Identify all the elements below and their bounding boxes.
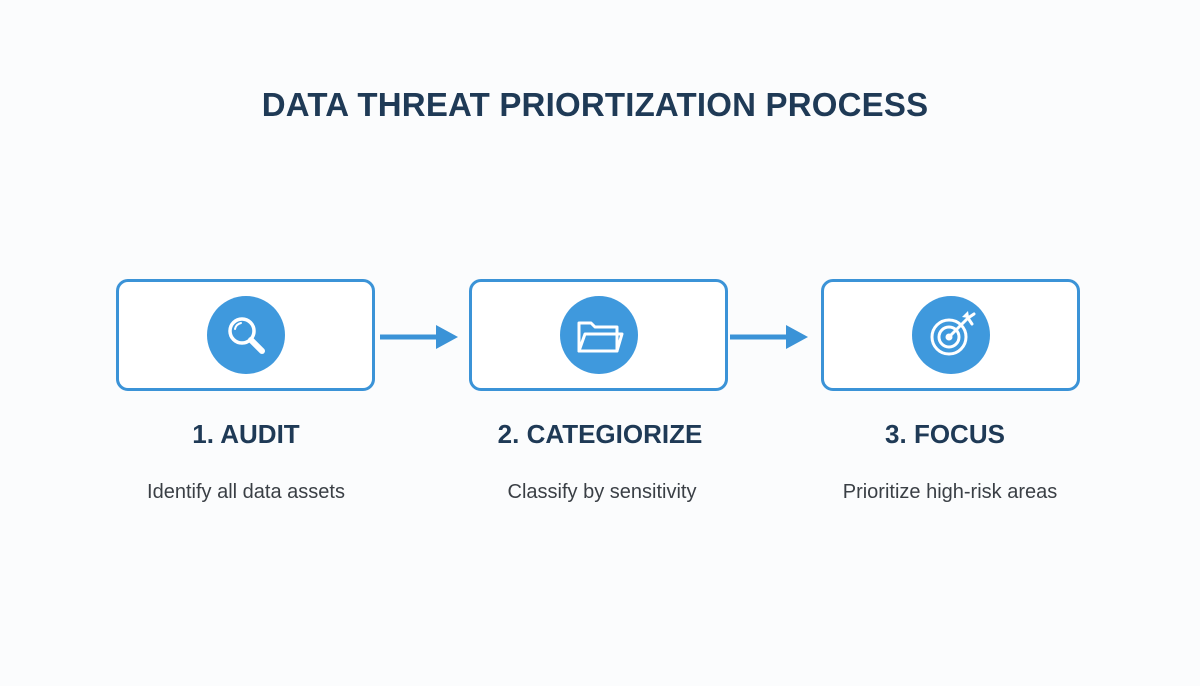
arrow-categorize-to-focus [730, 325, 808, 349]
step-label-audit: 1. AUDIT [192, 419, 300, 449]
step-icon-badge-focus [911, 296, 990, 374]
step-box-categorize [469, 279, 728, 391]
step-description-categorize: Classify by sensitivity [507, 481, 697, 503]
step-description-audit: Identify all data assets [147, 481, 345, 503]
target-icon [930, 311, 975, 356]
step-box-focus [821, 279, 1080, 391]
step-description-focus: Prioritize high-risk areas [842, 481, 1058, 503]
step-label-focus: 3. FOCUS [885, 419, 1005, 449]
folder-icon [577, 321, 623, 353]
step-box-audit [116, 279, 375, 391]
step-label-categorize: 2. CATEGIORIZE [497, 419, 703, 449]
magnifying-glass-icon [227, 317, 265, 354]
diagram-title: DATA THREAT PRIORTIZATION PROCESS [261, 86, 929, 123]
arrow-audit-to-categorize [380, 325, 458, 349]
step-icon-badge-categorize [559, 296, 638, 374]
step-icon-badge-audit [206, 296, 285, 374]
